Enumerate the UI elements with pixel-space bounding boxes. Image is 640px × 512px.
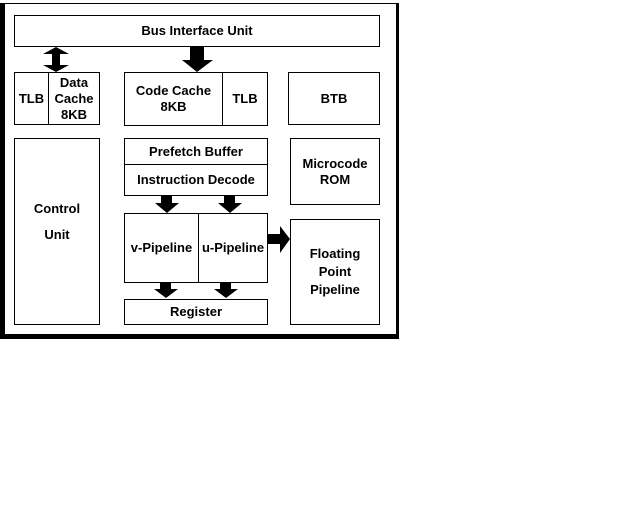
control-unit-label: Control Unit [33,201,81,242]
btb-block: BTB [288,72,380,125]
divider [198,214,199,282]
prefetch-decode-block: Prefetch Buffer Instruction Decode [124,138,268,196]
code-tlb-label: TLB [232,91,258,106]
u-pipeline-cell: u-Pipeline [199,214,267,282]
divider [125,164,267,165]
btb-label: BTB [320,90,348,106]
down-arrow-icon [218,196,242,213]
code-tlb-cell: TLB [223,73,267,125]
floating-point-pipeline-block: Floating Point Pipeline [290,219,380,325]
down-arrow-icon [182,47,213,72]
bus-interface-unit-block: Bus Interface Unit [14,15,380,47]
instruction-decode-cell: Instruction Decode [125,165,267,195]
u-pipeline-label: u-Pipeline [201,240,265,255]
code-cache-cell: Code Cache 8KB [125,73,222,125]
integer-pipelines-block: v-Pipeline u-Pipeline [124,213,268,283]
microcode-rom-block: Microcode ROM [290,138,380,205]
code-cache-label: Code Cache 8KB [135,83,212,114]
data-tlb-cell: TLB [15,73,48,124]
instruction-decode-label: Instruction Decode [137,172,255,187]
divider [48,73,49,124]
floating-point-pipeline-label: Floating Point Pipeline [309,246,361,297]
down-arrow-icon [154,282,178,298]
divider [222,73,223,125]
data-tlb-label: TLB [18,90,45,106]
bus-interface-unit-label: Bus Interface Unit [141,23,253,38]
diagram-frame [0,3,399,339]
down-arrow-icon [214,282,238,298]
code-cache-block: Code Cache 8KB TLB [124,72,268,126]
right-arrow-icon [267,226,290,253]
down-arrow-icon [155,196,179,213]
data-cache-label: Data Cache 8KB [54,74,94,122]
microcode-rom-label: Microcode ROM [302,155,368,187]
control-unit-block: Control Unit [14,138,100,325]
v-pipeline-cell: v-Pipeline [125,214,198,282]
bidirectional-arrow-icon [43,47,69,72]
register-label: Register [169,304,223,319]
data-cache-block: TLB Data Cache 8KB [14,72,100,125]
prefetch-buffer-cell: Prefetch Buffer [125,139,267,164]
prefetch-buffer-label: Prefetch Buffer [149,143,243,159]
v-pipeline-label: v-Pipeline [130,240,193,255]
register-block: Register [124,299,268,325]
data-cache-cell: Data Cache 8KB [49,73,99,124]
